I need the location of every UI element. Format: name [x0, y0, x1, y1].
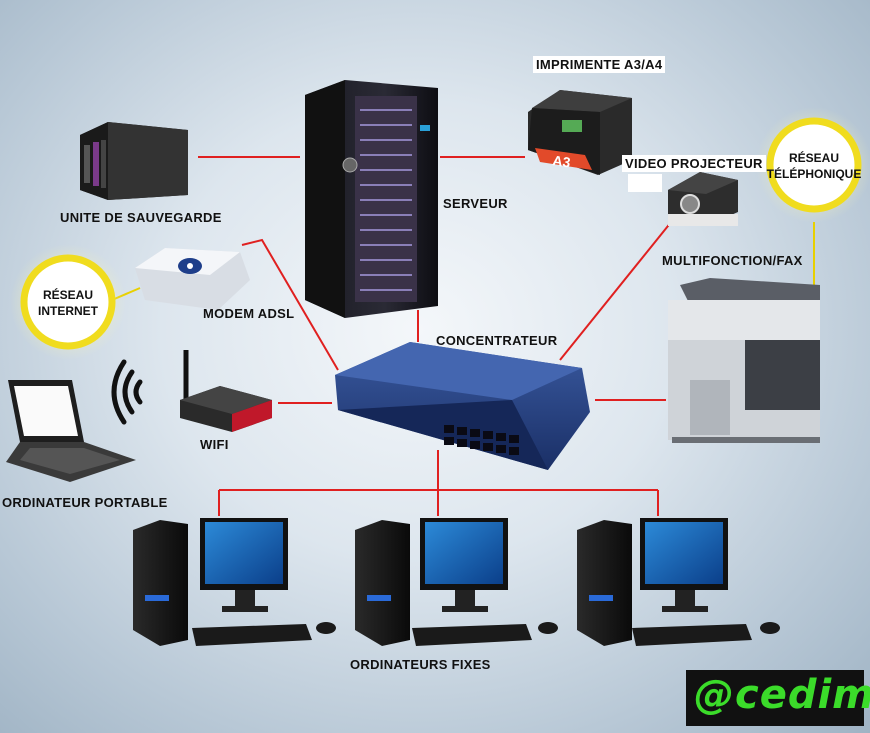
connection-lines: [198, 156, 677, 516]
desktops-label: ORDINATEURS FIXES: [350, 657, 491, 672]
desktop-computer-3-icon: [577, 518, 780, 646]
backup-unit-icon: [80, 122, 188, 200]
desktop-computer-1-icon: [133, 518, 336, 646]
internet-badge-line1: RÉSEAU: [42, 288, 93, 302]
telephone-network-badge: [756, 107, 870, 223]
wifi-router-icon: [180, 350, 272, 432]
telephone-badge-line1: RÉSEAU: [788, 151, 839, 165]
printer-label: IMPRIMENTE A3/A4: [533, 56, 666, 73]
multifunction-label: MULTIFONCTION/FAX: [662, 253, 803, 268]
projector-icon: [628, 172, 738, 226]
wifi-label: WIFI: [200, 437, 229, 452]
laptop-label: ORDINATEUR PORTABLE: [2, 495, 168, 510]
modem-label: MODEM ADSL: [203, 306, 295, 321]
link-modem-hub: [241, 238, 339, 371]
watermark: @cedim: [686, 670, 870, 726]
link-hub-projector: [559, 215, 677, 361]
server-icon: [305, 80, 438, 318]
wifi-signal-icon: [111, 359, 143, 425]
internet-network-badge: [10, 244, 126, 360]
internet-badge-line2: INTERNET: [38, 304, 98, 318]
internet-badge-text: RÉSEAU INTERNET: [28, 287, 108, 319]
hub-label: CONCENTRATEUR: [436, 333, 558, 348]
hub-icon: [335, 342, 590, 470]
multifunction-fax-icon: [668, 278, 820, 443]
server-label: SERVEUR: [443, 196, 508, 211]
modem-icon: [135, 248, 250, 310]
telephone-badge-text: RÉSEAU TÉLÉPHONIQUE: [764, 150, 864, 182]
projector-label: VIDEO PROJECTEUR: [622, 155, 766, 172]
laptop-icon: [6, 380, 136, 482]
backup-unit-label: UNITE DE SAUVEGARDE: [60, 210, 222, 225]
printer-paper-text: A3: [552, 152, 572, 170]
watermark-text: @cedim: [694, 672, 870, 718]
printer-icon: [528, 90, 632, 175]
telephone-badge-line2: TÉLÉPHONIQUE: [766, 167, 862, 181]
desktop-computer-2-icon: [355, 518, 558, 646]
